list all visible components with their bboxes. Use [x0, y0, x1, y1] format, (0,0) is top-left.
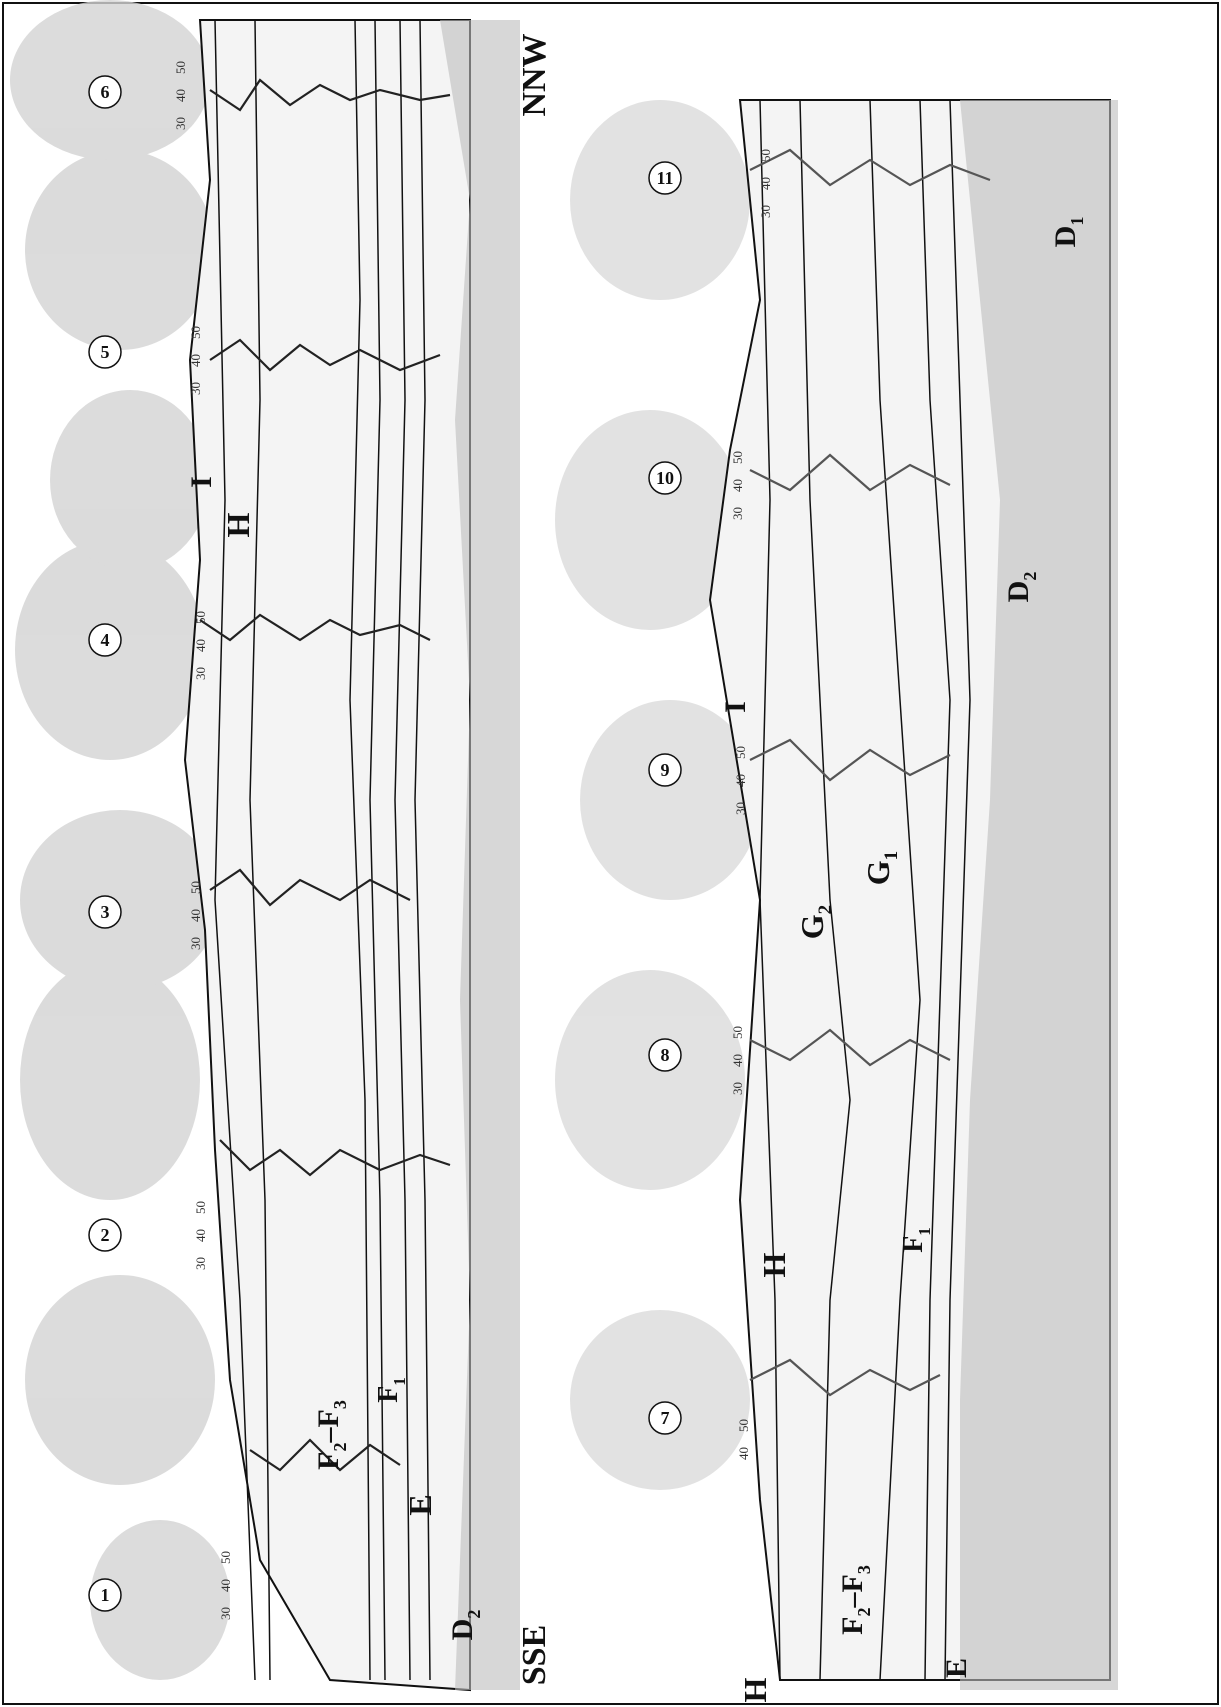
- scale-tick: 50: [173, 61, 188, 74]
- layer-subscript: 2: [815, 905, 836, 915]
- scale-tick: 50: [730, 1026, 745, 1039]
- scale-tick: 30: [188, 937, 203, 950]
- scale-tick: 40: [193, 639, 208, 652]
- layer-subscript: 1: [390, 1377, 409, 1386]
- scale-tick: 50: [733, 746, 748, 759]
- layer-label-F2-F3: F2–F3: [312, 1400, 350, 1470]
- svg-text:F2–F3: F2–F3: [836, 1565, 874, 1635]
- layer-subscript: 1: [881, 851, 902, 861]
- site-marker: 8: [649, 1039, 681, 1071]
- site-number: 11: [656, 168, 673, 188]
- layer-letter: G: [794, 914, 830, 939]
- layer-letter: D: [1002, 581, 1035, 603]
- layer-subscript: 2: [330, 1443, 350, 1452]
- layer-label-H: H: [220, 512, 256, 537]
- scale-tick: 40: [730, 479, 745, 492]
- scale-tick: 30: [730, 1082, 745, 1095]
- layer-letter: F: [373, 1386, 404, 1403]
- layer-range: –F: [312, 1409, 345, 1443]
- layer-subscript: 3: [330, 1400, 350, 1409]
- scale-tick: 50: [218, 1551, 233, 1564]
- layer-subscript: 2: [464, 1610, 484, 1619]
- orientation-left-label: SSE: [516, 1625, 553, 1686]
- site-marker: 5: [89, 336, 121, 368]
- scale-tick: 40: [758, 177, 773, 190]
- scale-tick: 50: [193, 611, 208, 624]
- scale-tick: 30: [193, 667, 208, 680]
- layer-label-E: E: [402, 1494, 438, 1515]
- site-number: 3: [101, 902, 110, 922]
- site-number: 5: [101, 342, 110, 362]
- layer-subscript: 3: [854, 1565, 874, 1574]
- site-marker: 10: [649, 462, 681, 494]
- scale-tick: 30: [193, 1257, 208, 1270]
- site-number: 6: [101, 82, 110, 102]
- layer-subscript: 1: [915, 1227, 934, 1236]
- layer-letter: F: [312, 1452, 345, 1470]
- orientation-right-label: NNW: [516, 33, 553, 116]
- scale-tick: 40: [193, 1229, 208, 1242]
- site-number: 10: [656, 468, 674, 488]
- scale-tick: 30: [218, 1607, 233, 1620]
- scale-tick: 30: [730, 507, 745, 520]
- layer-range: –F: [836, 1574, 869, 1608]
- site-marker: 4: [89, 624, 121, 656]
- layer-label-H: H: [737, 1677, 773, 1702]
- site-marker: 9: [649, 754, 681, 786]
- layer-subscript: 2: [854, 1608, 874, 1617]
- site-marker: 11: [649, 162, 681, 194]
- scale-tick: 40: [188, 354, 203, 367]
- scale-tick: 30: [188, 382, 203, 395]
- site-number: 1: [101, 1585, 110, 1605]
- site-marker: 7: [649, 1402, 681, 1434]
- layer-letter: G: [860, 860, 896, 885]
- scale-tick: 40: [188, 909, 203, 922]
- layer-label-E: E: [940, 1658, 973, 1678]
- lower-profile: [555, 100, 1118, 1690]
- site-marker: 3: [89, 896, 121, 928]
- scale-tick: 50: [730, 451, 745, 464]
- scale-tick: 40: [218, 1579, 233, 1592]
- scale-tick: 40: [173, 89, 188, 102]
- scale-tick: 40: [736, 1447, 751, 1460]
- site-marker: 6: [89, 76, 121, 108]
- svg-text:F2–F3: F2–F3: [312, 1400, 350, 1470]
- layer-letter: F: [898, 1236, 929, 1253]
- layer-letter: D: [446, 1619, 479, 1641]
- site-number: 8: [661, 1045, 670, 1065]
- layer-letter: D: [1049, 226, 1082, 248]
- site-number: 9: [661, 760, 670, 780]
- lower-trees: [555, 100, 760, 1490]
- layer-label-F2-F3: F2–F3: [836, 1565, 874, 1635]
- layer-subscript: 1: [1067, 217, 1087, 226]
- scale-tick: 50: [758, 149, 773, 162]
- scale-tick: 40: [730, 1054, 745, 1067]
- upper-profile: [10, 0, 520, 1690]
- site-marker: 1: [89, 1579, 121, 1611]
- scale-tick: 50: [188, 881, 203, 894]
- layer-label-H: H: [756, 1252, 792, 1277]
- layer-label-I: I: [719, 701, 752, 713]
- scale-tick: 50: [188, 326, 203, 339]
- scale-tick: 30: [758, 205, 773, 218]
- scale-tick: 50: [193, 1201, 208, 1214]
- site-number: 7: [661, 1408, 670, 1428]
- site-marker: 2: [89, 1219, 121, 1251]
- scale-tick: 30: [733, 802, 748, 815]
- site-number: 2: [101, 1225, 110, 1245]
- site-number: 4: [101, 630, 110, 650]
- scale-tick: 30: [173, 117, 188, 130]
- layer-letter: F: [836, 1617, 869, 1635]
- scale-tick: 40: [733, 774, 748, 787]
- scale-tick: 50: [736, 1419, 751, 1432]
- layer-subscript: 2: [1020, 572, 1040, 581]
- layer-label-I: I: [185, 476, 218, 488]
